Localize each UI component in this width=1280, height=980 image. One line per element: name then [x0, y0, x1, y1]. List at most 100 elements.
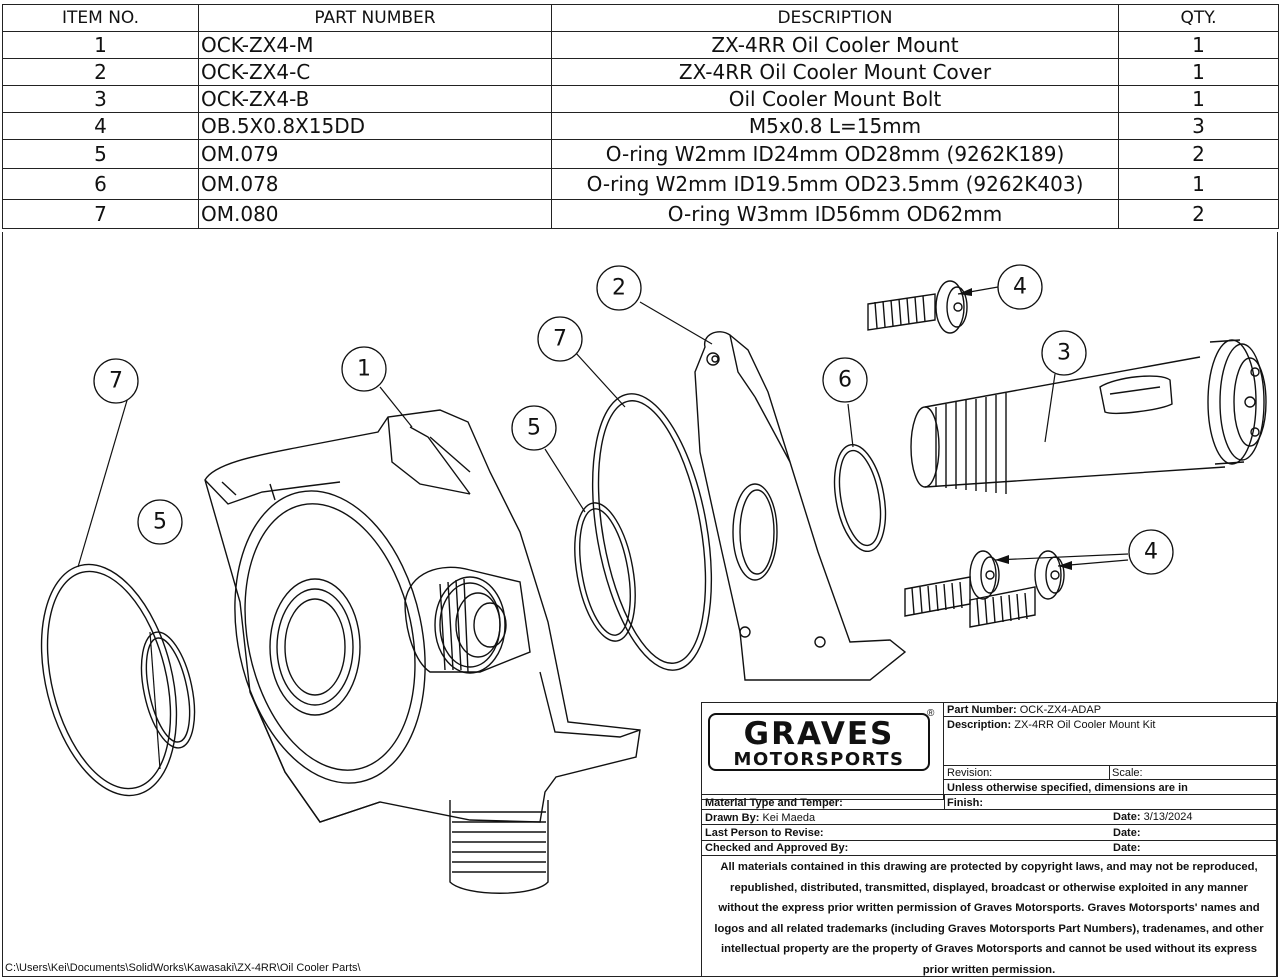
description-label: Description: — [947, 719, 1012, 731]
description-cell: M5x0.8 L=15mm — [551, 112, 1119, 140]
col-header-qty: QTY. — [1118, 4, 1279, 32]
part-number-cell: OCK-ZX4-B — [198, 85, 552, 113]
registered-mark: ® — [927, 708, 935, 719]
description-cell: ZX-4RR Oil Cooler Mount — [551, 31, 1119, 59]
part-number-value: OCK-ZX4-ADAP — [1019, 704, 1102, 716]
part-number-cell: OM.079 — [198, 139, 552, 169]
item-no-cell: 3 — [2, 85, 199, 113]
revision-label: Revision: — [947, 767, 993, 779]
table-row: 6 OM.078 O-ring W2mm ID19.5mm OD23.5mm (… — [2, 168, 1279, 200]
part-number-cell: OM.078 — [198, 168, 552, 200]
drawn-by-row: Drawn By: Kei Maeda — [705, 812, 815, 824]
bolt-4-top — [867, 280, 968, 334]
table-row: 5 OM.079 O-ring W2mm ID24mm OD28mm (9262… — [2, 139, 1279, 169]
exploded-view-drawing: 7 5 1 2 7 5 6 3 4 4 — [40, 264, 1267, 894]
file-path: C:\Users\Kei\Documents\SolidWorks\Kawasa… — [5, 962, 361, 974]
qty-cell: 1 — [1118, 85, 1279, 113]
bolt-4-bottom-left — [904, 550, 1000, 617]
part-number-cell: OCK-ZX4-C — [198, 58, 552, 86]
balloon-3 — [1041, 330, 1087, 376]
balloon-2 — [596, 265, 642, 311]
qty-cell: 1 — [1118, 58, 1279, 86]
oil-cooler-mount-cover — [694, 331, 907, 681]
balloon-6 — [822, 357, 868, 403]
balloon-label-7: 7 — [109, 369, 123, 394]
balloon-label-6: 6 — [838, 368, 852, 393]
item-no-cell: 6 — [2, 168, 199, 200]
balloon-label-5: 5 — [153, 510, 167, 535]
part-number-label: Part Number: — [947, 704, 1017, 716]
revise-date-label: Date: — [1113, 827, 1141, 839]
balloon-4-top — [997, 264, 1043, 310]
finish-label: Finish: — [947, 797, 984, 809]
o-ring-5-left — [140, 631, 196, 749]
material-label: Material Type and Temper: — [705, 797, 843, 809]
table-row: 7 OM.080 O-ring W3mm ID56mm OD62mm 2 — [2, 199, 1279, 229]
oil-cooler-mount-bolt — [910, 339, 1267, 494]
item-no-cell: 1 — [2, 31, 199, 59]
table-row: 1 OCK-ZX4-M ZX-4RR Oil Cooler Mount 1 — [2, 31, 1279, 59]
description-cell: O-ring W3mm ID56mm OD62mm — [551, 199, 1119, 229]
date-label: Date: — [1113, 811, 1141, 823]
balloon-label-5: 5 — [527, 416, 541, 441]
date-value: 3/13/2024 — [1143, 811, 1193, 823]
o-ring-7-middle — [591, 393, 713, 671]
description-cell: O-ring W2mm ID24mm OD28mm (9262K189) — [551, 139, 1119, 169]
logo-box: GRAVES MOTORSPORTS ® — [702, 703, 944, 800]
last-revise-label: Last Person to Revise: — [705, 827, 824, 839]
balloon-5-middle — [511, 405, 557, 451]
copyright-notice: All materials contained in this drawing … — [714, 861, 1264, 976]
description-cell: O-ring W2mm ID19.5mm OD23.5mm (9262K403) — [551, 168, 1119, 200]
qty-cell: 3 — [1118, 112, 1279, 140]
graves-motorsports-logo: GRAVES MOTORSPORTS — [708, 713, 930, 771]
o-ring-7-left — [40, 563, 178, 797]
balloon-label-1: 1 — [357, 357, 371, 382]
table-row: 2 OCK-ZX4-C ZX-4RR Oil Cooler Mount Cove… — [2, 58, 1279, 86]
drawing-frame — [2, 232, 1278, 977]
col-header-part-number: PART NUMBER — [198, 4, 552, 32]
logo-line-2: MOTORSPORTS — [733, 749, 905, 770]
balloon-label-2: 2 — [612, 276, 626, 301]
date-row: Date: 3/13/2024 — [1113, 811, 1193, 823]
part-number-cell: OM.080 — [198, 199, 552, 229]
col-header-description: DESCRIPTION — [551, 4, 1119, 32]
checked-date-label: Date: — [1113, 842, 1141, 854]
description-value: ZX-4RR Oil Cooler Mount Kit — [1014, 719, 1156, 731]
scale-label: Scale: — [1112, 767, 1143, 779]
balloon-1 — [341, 346, 387, 392]
balloon-7-middle — [537, 316, 583, 362]
part-number-cell: OCK-ZX4-M — [198, 31, 552, 59]
bom-header-row: ITEM NO. PART NUMBER DESCRIPTION QTY. — [2, 4, 1279, 32]
balloon-5-left — [137, 499, 183, 545]
description-cell: ZX-4RR Oil Cooler Mount Cover — [551, 58, 1119, 86]
bill-of-materials-table: ITEM NO. PART NUMBER DESCRIPTION QTY. 1 … — [2, 4, 1279, 229]
col-header-item-no: ITEM NO. — [2, 4, 199, 32]
units-note: Unless otherwise specified, dimensions a… — [947, 782, 1188, 794]
item-no-cell: 5 — [2, 139, 199, 169]
leader-arrowheads — [958, 288, 1072, 570]
qty-cell: 1 — [1118, 168, 1279, 200]
oil-cooler-mount-body — [204, 409, 641, 894]
leader-lines — [77, 286, 1129, 770]
qty-cell: 2 — [1118, 139, 1279, 169]
balloon-7-left — [93, 358, 139, 404]
balloon-label-4: 4 — [1013, 275, 1027, 300]
balloon-label-3: 3 — [1057, 341, 1071, 366]
part-number-row: Part Number: OCK-ZX4-ADAP — [947, 704, 1101, 716]
balloon-label-7: 7 — [553, 327, 567, 352]
item-no-cell: 2 — [2, 58, 199, 86]
part-number-cell: OB.5X0.8X15DD — [198, 112, 552, 140]
logo-line-1: GRAVES — [743, 716, 895, 752]
item-no-cell: 4 — [2, 112, 199, 140]
description-row: Description: ZX-4RR Oil Cooler Mount Kit — [947, 719, 1155, 731]
description-cell: Oil Cooler Mount Bolt — [551, 85, 1119, 113]
bolt-4-bottom-right — [969, 550, 1065, 628]
o-ring-6 — [833, 443, 887, 553]
item-no-cell: 7 — [2, 199, 199, 229]
drawn-by-label: Drawn By: — [705, 812, 760, 824]
table-row: 4 OB.5X0.8X15DD M5x0.8 L=15mm 3 — [2, 112, 1279, 140]
title-block: GRAVES MOTORSPORTS ® Part Number: OCK-ZX… — [701, 702, 1277, 977]
qty-cell: 1 — [1118, 31, 1279, 59]
drawn-by-value: Kei Maeda — [762, 812, 816, 824]
checked-label: Checked and Approved By: — [705, 842, 849, 854]
